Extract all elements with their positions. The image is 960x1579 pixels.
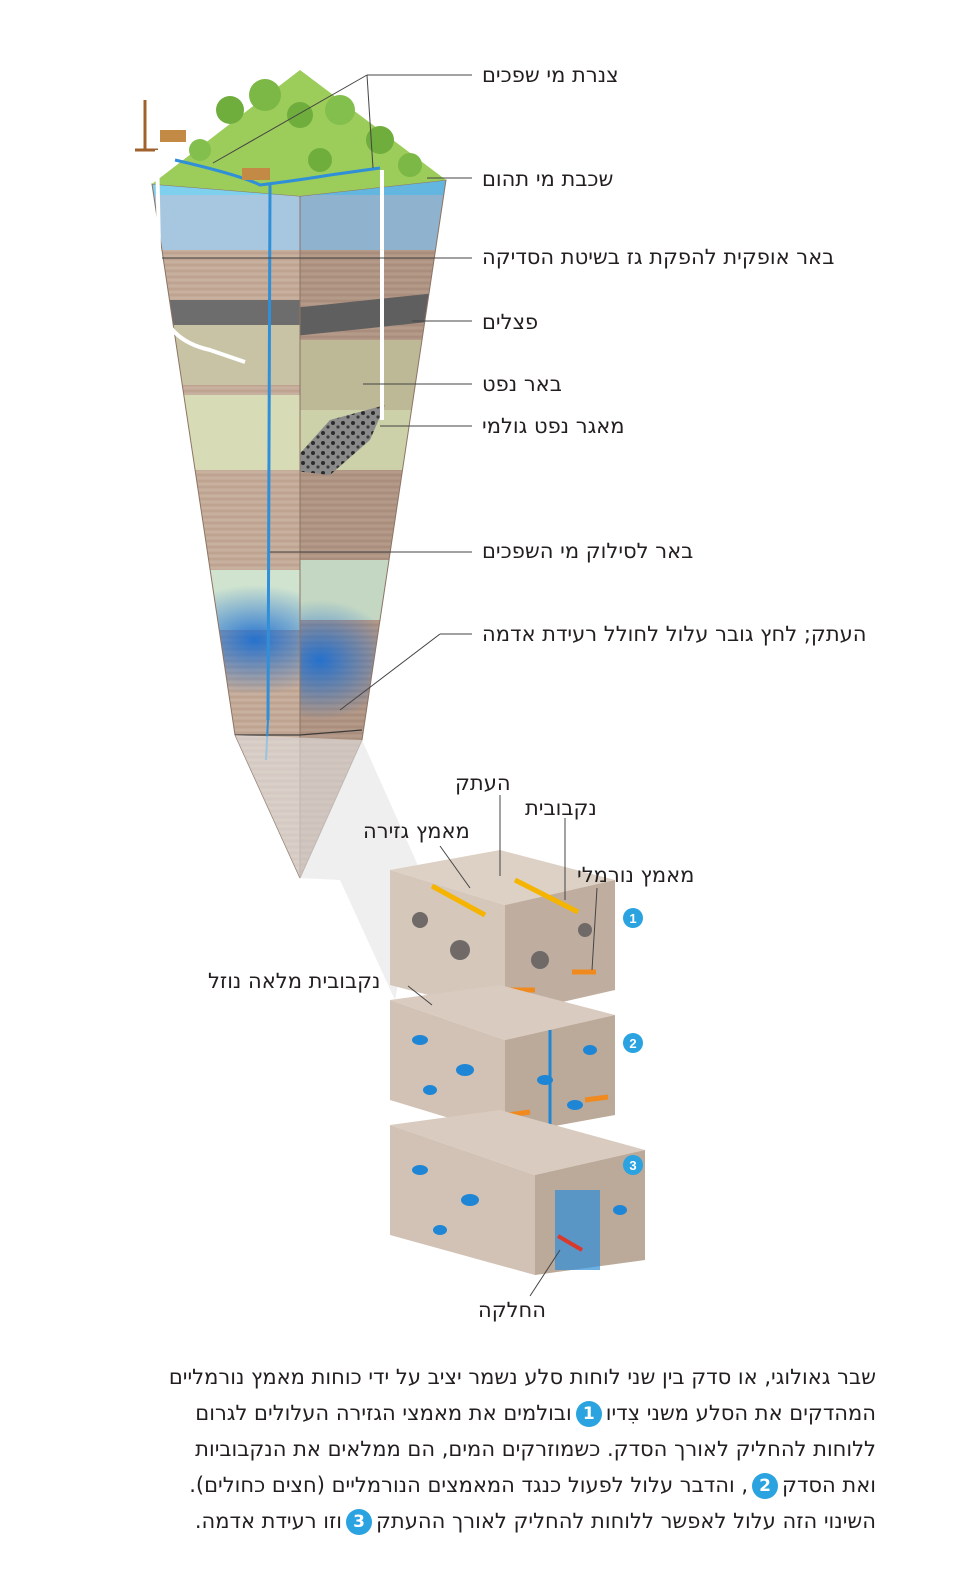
- pump-facility: [242, 168, 270, 180]
- svg-text:3: 3: [629, 1158, 636, 1173]
- block-2: [390, 985, 615, 1140]
- block-1: [390, 850, 615, 1015]
- step-badge-2: 2: [623, 1033, 643, 1053]
- label-fluid-filled-pore: נקבובית מלאה נוזל: [208, 969, 381, 993]
- oil-reservoir: [300, 405, 385, 475]
- caption-line-2: המהדקים את הסלע משני צִדיו1ובולמים את מא…: [195, 1401, 876, 1427]
- caption-line-3: ללוחות להחליק לאורך הסדק. כשמוזרקים המים…: [195, 1437, 876, 1461]
- shear-stress-arrow: [430, 883, 487, 918]
- label-fault: העתק: [455, 771, 511, 795]
- caption-line-5: השינוי הזה עלול לאפשר ללוחות להחליק לאור…: [194, 1509, 876, 1535]
- leader-lines: [162, 74, 472, 711]
- caption-badge-1: 1: [575, 1401, 602, 1427]
- label-aquifer: שכבת מי תהום: [482, 167, 614, 191]
- horizontal-well: [155, 149, 246, 364]
- caption-line-4: ואת הסדק2, והדבר עלול לפעול כנגד המאמצים…: [189, 1473, 876, 1499]
- slip-arrow: [556, 1234, 584, 1252]
- caption-line-1: שבר גאולוגי, או סדק בין שני לוחות סלע נש…: [168, 1365, 876, 1389]
- step-badge-1: 1: [623, 908, 643, 928]
- block-3: [390, 1110, 645, 1275]
- label-shear-stress: מאמץ גזירה: [363, 819, 470, 843]
- surface-grass: [135, 70, 446, 196]
- label-fault-pressure: העתק; לחץ גובר עלול לחולל רעידת אדמה: [482, 622, 867, 646]
- svg-text:1: 1: [629, 911, 636, 926]
- label-oil-reservoir: מאגר נפט גולמי: [482, 414, 625, 438]
- label-shale: פצלים: [482, 310, 539, 334]
- caption-badge-3: 3: [346, 1509, 373, 1535]
- label-oil-well: באר נפט: [482, 372, 562, 396]
- label-porosity: נקבובית: [525, 796, 597, 820]
- svg-text:2: 2: [629, 1036, 636, 1051]
- step-badge-3: 3: [623, 1155, 643, 1175]
- label-horizontal-well: באר אופקית להפקת גז בשיטת הסדיקה: [482, 245, 835, 269]
- wastewater-pipe: [174, 158, 381, 187]
- label-wastewater-pipe: צנרת מי שפכים: [482, 63, 619, 87]
- label-slip: החלקה: [478, 1298, 546, 1322]
- label-normal-stress: מאמץ נורמלי: [577, 863, 695, 887]
- caption-badge-2: 2: [752, 1473, 779, 1499]
- disposal-well: [266, 184, 272, 721]
- label-disposal-well: באר לסילוק מי השפכים: [482, 539, 694, 563]
